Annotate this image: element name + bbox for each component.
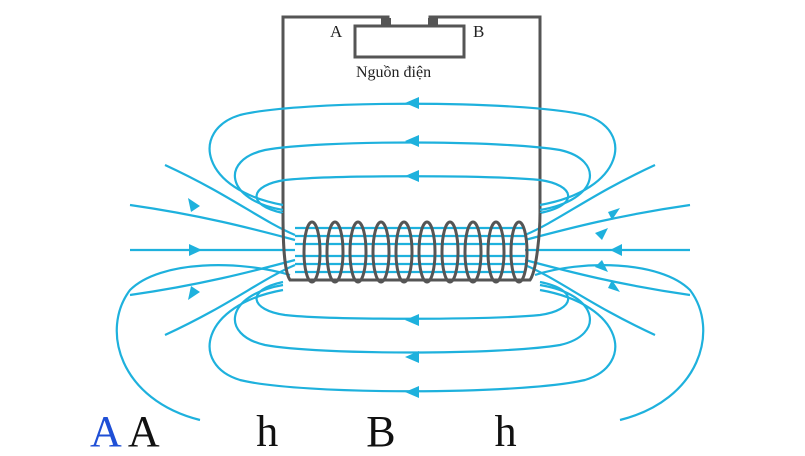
circuit-wire	[281, 15, 542, 213]
field-lines	[115, 102, 705, 422]
terminal-a-label: A	[330, 22, 343, 41]
solenoid-coil	[281, 212, 542, 284]
terminal-a-pin	[381, 18, 391, 27]
bottom-lead-letter: A	[90, 407, 120, 456]
terminal-b-pin	[428, 18, 438, 27]
solenoid-diagram: A B Nguồn điện A A h B h	[90, 15, 705, 454]
field-arrows	[188, 97, 622, 398]
diagram-canvas	[115, 15, 705, 422]
bottom-text: A h B h	[119, 407, 517, 456]
bottom-caption: A A h B h	[90, 410, 517, 454]
terminal-b-label: B	[473, 22, 485, 41]
power-source-box	[353, 24, 466, 59]
power-source-label: Nguồn điện	[356, 64, 432, 81]
